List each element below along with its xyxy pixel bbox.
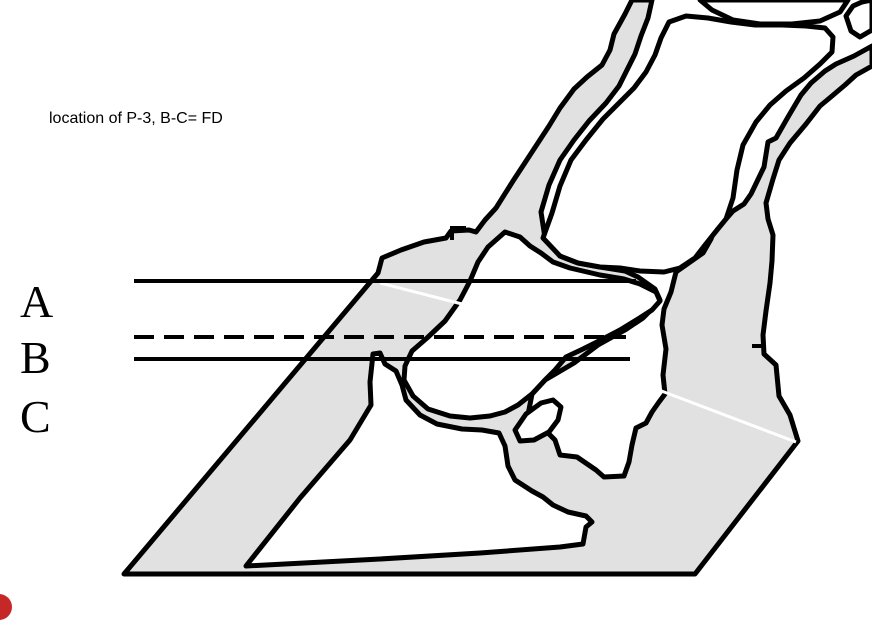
hoof-diagram <box>121 0 872 577</box>
pastern-bone <box>401 229 663 421</box>
long-pastern <box>540 13 836 275</box>
hoof-mark <box>450 226 466 240</box>
joint-notch <box>843 0 872 40</box>
level-label-c: C <box>20 391 51 442</box>
fetlock-bone <box>697 0 851 27</box>
interface-line <box>584 360 797 444</box>
level-label-a: A <box>20 276 54 327</box>
coffin-bone <box>243 350 595 569</box>
navicular-bone <box>512 397 564 444</box>
diagram-caption: location of P-3, B-C= FD <box>49 110 223 127</box>
interface-line-top <box>379 281 463 306</box>
level-label-b: B <box>20 332 51 383</box>
